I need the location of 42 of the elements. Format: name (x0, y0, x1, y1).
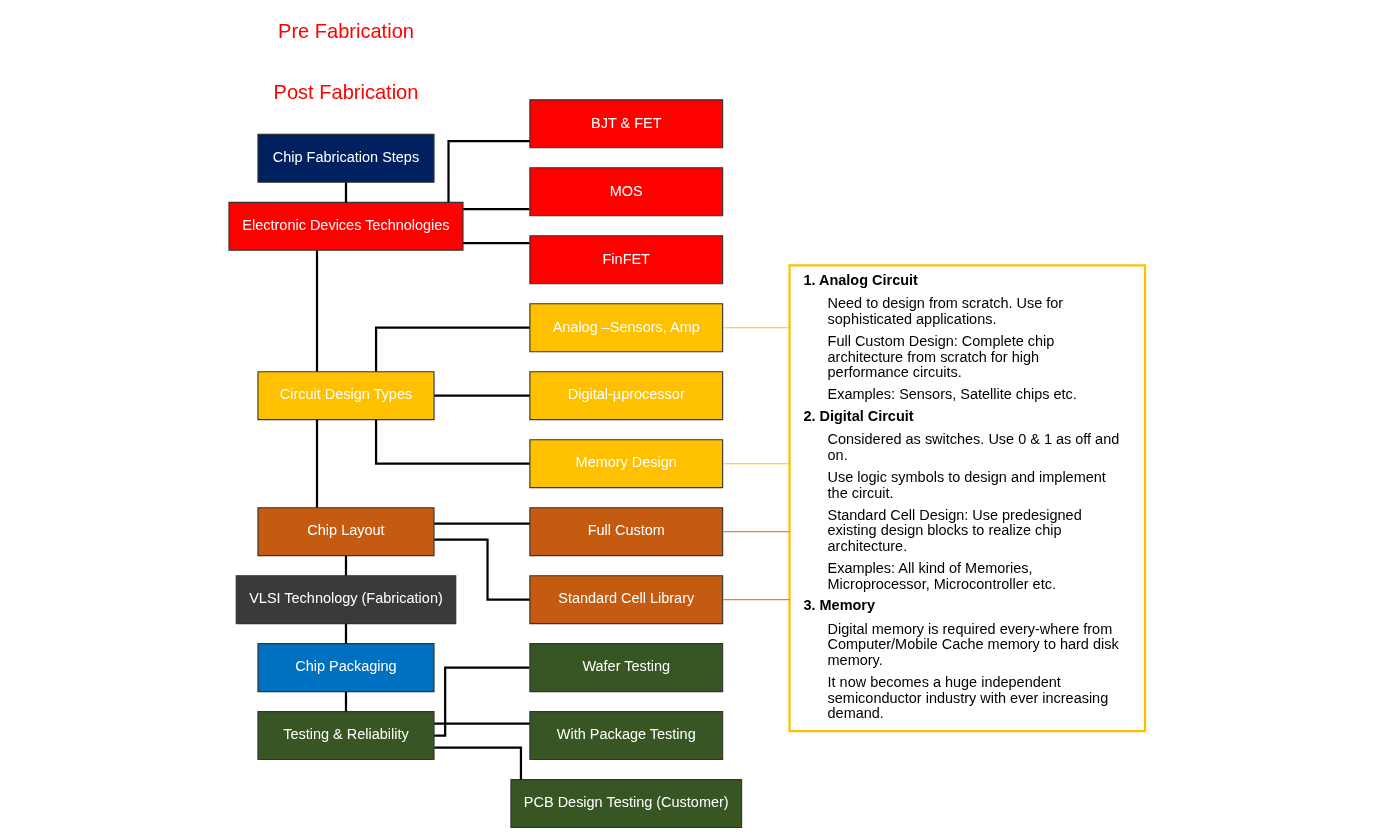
node-box: Memory Design (529, 438, 724, 488)
node-box: Full Custom (529, 506, 724, 556)
connector (722, 326, 791, 328)
node-box: Chip Layout (257, 506, 435, 556)
connector (434, 666, 530, 737)
node-box: BJT & FET (529, 98, 724, 148)
node-box: Electronic Devices Technologies (228, 201, 464, 251)
connector (434, 522, 530, 525)
connector (447, 139, 530, 202)
connector (463, 241, 530, 244)
connector (463, 207, 530, 210)
node-box: VLSI Technology (Fabrication) (235, 574, 457, 624)
connector (722, 598, 791, 600)
node-box: Analog –Sensors, Amp (529, 302, 724, 352)
node-box: Circuit Design Types (257, 370, 435, 420)
connector (722, 530, 791, 532)
label: Pre Fabrication (278, 19, 414, 42)
connector (344, 555, 348, 576)
connector (344, 623, 348, 644)
connector (434, 722, 530, 725)
node-box: Chip Fabrication Steps (257, 133, 435, 183)
connector (344, 691, 348, 711)
connector (315, 419, 319, 507)
node-box: Standard Cell Library (529, 574, 724, 624)
node-box: PCB Design Testing (Customer) (510, 778, 743, 828)
connector (374, 419, 530, 465)
connector (374, 326, 530, 372)
node-box: Wafer Testing (529, 642, 724, 692)
node-box: MOS (529, 166, 724, 216)
node-box: 1. Analog Circuit Need to design from scratch. Use for sophisticated applications. Full Custom Design: Complete chip architecture from scratch for high performance circuits. Examples: Sensors, Satellite chips etc. 2. Digital Circuit Considered as switches. Use 0 & 1 as off and on. Use logic symbols to design and implement the circuit. Standard Cell Design: Use predesigned existing design blocks to realize chip architecture. Examples: All kind of Memories, Microprocessor, Microcontroller etc. 3. Memory Digital memory is required every-where from Computer/Mobile Cache memory to hard disk memory. It now becomes a huge independent semiconductor industry with ever increasing demand. (788, 263, 1147, 732)
node-box: Testing & Reliability (257, 710, 435, 760)
label: Post Fabrication (273, 80, 419, 103)
connector (315, 250, 319, 371)
connector (434, 745, 523, 779)
node-box: FinFET (529, 234, 724, 284)
connector (434, 538, 530, 601)
node-box: With Package Testing (529, 710, 724, 760)
connector (722, 462, 791, 464)
connector (434, 394, 530, 397)
node-box: Digital-µprocessor (529, 370, 724, 420)
node-box: Chip Packaging (257, 642, 435, 692)
connector (344, 182, 348, 202)
